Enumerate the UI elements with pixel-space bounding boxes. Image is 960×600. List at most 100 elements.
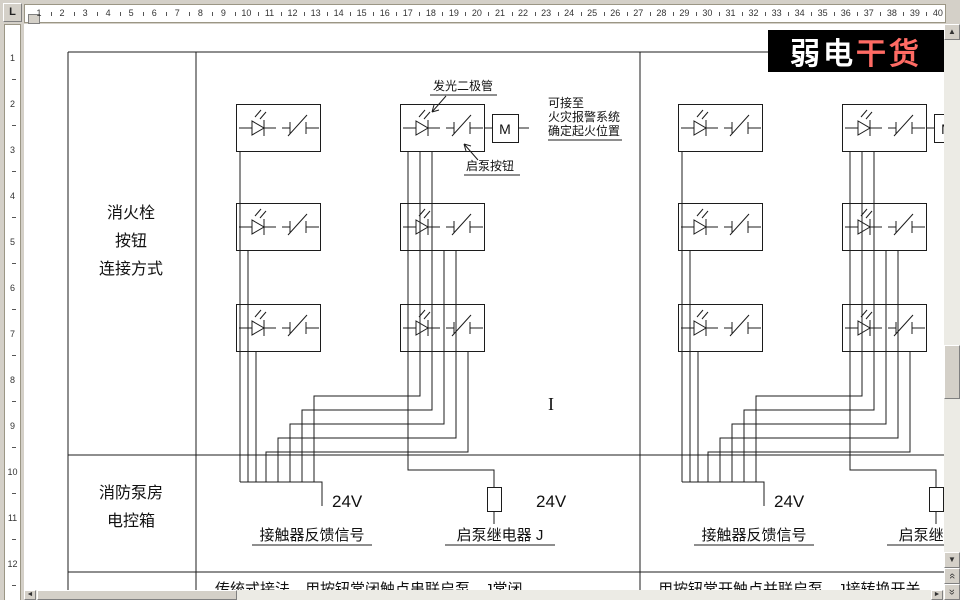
watermark-badge: 弱电干货 <box>768 30 944 72</box>
ruler-number: 8 <box>197 8 203 18</box>
ruler-number: 14 <box>333 8 344 18</box>
vertical-scrollbar-track[interactable] <box>944 40 960 600</box>
ruler-tick <box>926 12 928 16</box>
scroll-left-button[interactable]: ◄ <box>24 590 36 600</box>
ruler-tick <box>511 12 513 16</box>
ruler-tick <box>834 12 836 16</box>
ruler-number: 10 <box>241 8 252 18</box>
ruler-number: 30 <box>702 8 713 18</box>
ruler-number: 4 <box>105 8 111 18</box>
ruler-number: 40 <box>932 8 943 18</box>
ruler-number: 36 <box>840 8 851 18</box>
ruler-tick <box>765 12 767 16</box>
ruler-number: 34 <box>794 8 805 18</box>
start-button-annotation: 启泵按钮 <box>466 158 514 173</box>
ruler-corner: L <box>0 0 24 24</box>
ruler-number: 4 <box>9 191 15 201</box>
indent-marker[interactable] <box>28 14 40 24</box>
left-wiring-group <box>237 105 567 546</box>
alarm-note-line1: 可接至 <box>548 95 584 110</box>
ruler-number: 37 <box>863 8 874 18</box>
ruler-tick <box>718 12 720 16</box>
ruler-number: 38 <box>886 8 897 18</box>
ruler-number: 6 <box>151 8 157 18</box>
vertical-scrollbar-thumb[interactable] <box>944 345 960 399</box>
scroll-right-button[interactable]: ► <box>931 590 943 600</box>
ruler-tick <box>788 12 790 16</box>
ruler-tick <box>12 493 16 494</box>
ruler-number: 2 <box>59 8 65 18</box>
ruler-tick <box>442 12 444 16</box>
led-annotation: 发光二极管 <box>433 78 493 93</box>
horizontal-scrollbar[interactable]: ◄ ► <box>24 590 944 600</box>
table-borders <box>67 51 944 600</box>
ruler-tick <box>626 12 628 16</box>
ruler-number: 19 <box>448 8 459 18</box>
badge-text-red: 干货 <box>856 38 922 71</box>
ruler-number: 10 <box>7 467 18 477</box>
ruler-tick <box>12 171 16 172</box>
next-page-button[interactable]: « <box>944 584 960 600</box>
previous-page-button[interactable]: « <box>944 568 960 584</box>
ruler-number: 16 <box>379 8 390 18</box>
ruler-tick <box>811 12 813 16</box>
ruler-number: 5 <box>9 237 15 247</box>
horizontal-scrollbar-thumb[interactable] <box>37 590 237 600</box>
row-label-hydrant-2: 按钮 <box>115 232 147 250</box>
ruler-number: 25 <box>587 8 598 18</box>
ruler-tick <box>419 12 421 16</box>
ruler-tick <box>580 12 582 16</box>
ruler-number: 12 <box>7 559 18 569</box>
ruler-tick <box>12 539 16 540</box>
ruler-number: 9 <box>220 8 226 18</box>
start-button-arrow <box>463 143 479 161</box>
ruler-tick <box>12 263 16 264</box>
scroll-up-button[interactable]: ▲ <box>944 24 960 40</box>
scroll-down-button[interactable]: ▼ <box>944 552 960 568</box>
ruler-tick <box>257 12 259 16</box>
ruler-tick <box>465 12 467 16</box>
ruler-tick <box>12 447 16 448</box>
ruler-number: 11 <box>7 513 18 523</box>
ruler-number: 39 <box>909 8 920 18</box>
ruler-number: 1 <box>9 53 15 63</box>
row-label-pumproom-2: 电控箱 <box>107 512 155 530</box>
ruler-tick <box>373 12 375 16</box>
ruler-number: 17 <box>402 8 413 18</box>
ruler-tick <box>350 12 352 16</box>
ruler-tick <box>119 12 121 16</box>
alarm-note-line2: 火灾报警系统 <box>548 109 620 124</box>
double-chevron-up-icon: « <box>946 572 958 580</box>
badge-text-white: 弱电 <box>790 38 856 71</box>
ruler-tick <box>304 12 306 16</box>
ruler-tick <box>12 585 16 586</box>
ruler-number: 8 <box>9 375 15 385</box>
ruler-tick <box>327 12 329 16</box>
ruler-tick <box>12 79 16 80</box>
ruler-number: 15 <box>356 8 367 18</box>
tab-stop-selector[interactable]: L <box>3 3 22 22</box>
ruler-number: 33 <box>771 8 782 18</box>
vertical-scrollbar[interactable]: ▲ ▼ « « <box>944 24 960 600</box>
ruler-number: 35 <box>817 8 828 18</box>
row-label-pumproom-1: 消防泵房 <box>99 484 163 502</box>
ruler-number: 20 <box>471 8 482 18</box>
led-annotation-arrow <box>431 95 447 113</box>
ruler-number: 28 <box>656 8 667 18</box>
ruler-number: 24 <box>564 8 575 18</box>
ruler-number: 12 <box>287 8 298 18</box>
double-chevron-down-icon: « <box>946 588 958 596</box>
ruler-tick <box>742 12 743 16</box>
ruler-tick <box>557 12 559 16</box>
ruler-tick <box>142 12 144 16</box>
ruler-tick <box>12 217 16 218</box>
ruler-tick <box>211 12 213 16</box>
ruler-tick <box>857 12 859 16</box>
right-wiring-group <box>679 105 960 546</box>
ruler-tick <box>73 12 75 16</box>
